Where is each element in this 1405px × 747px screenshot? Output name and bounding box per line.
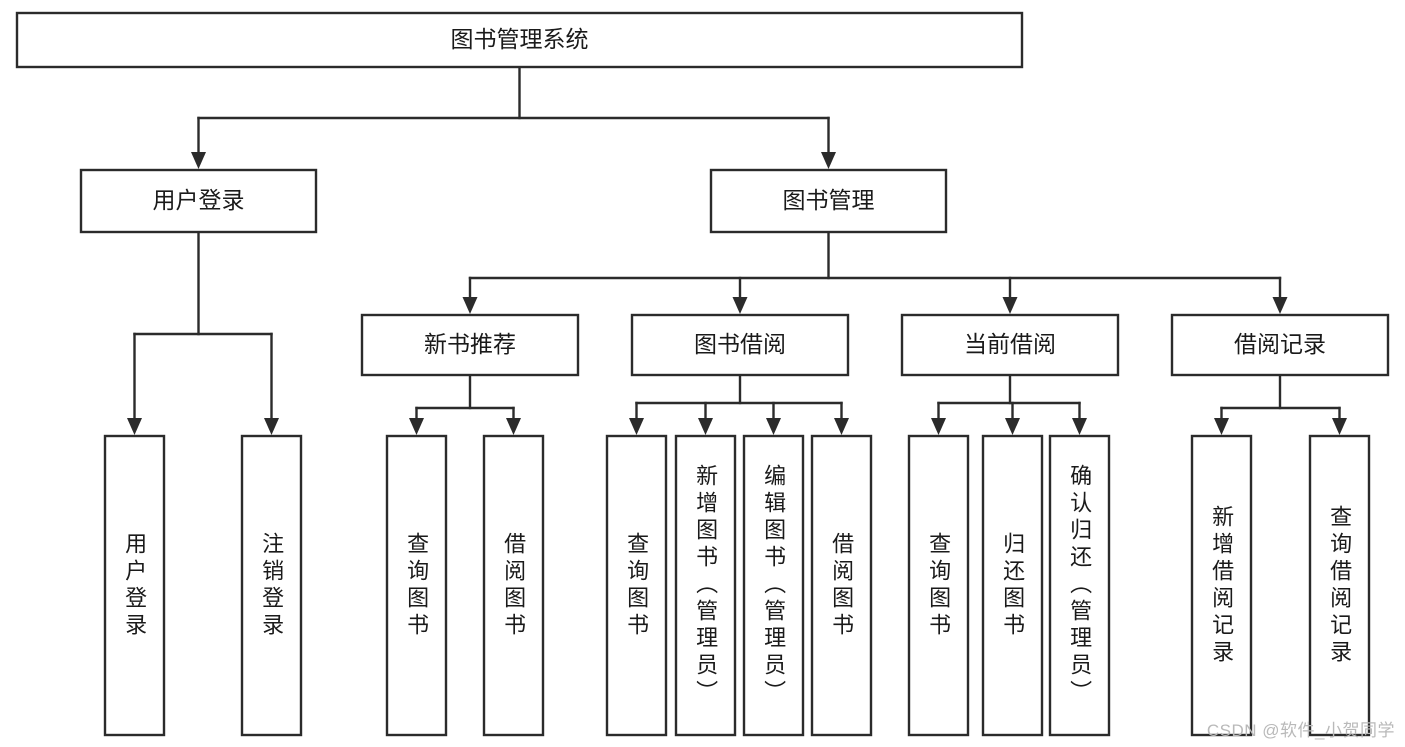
leaf-node-1-2-2 [1048, 434, 1111, 737]
arrow-head-icon [506, 418, 521, 435]
leaf-node-1-1-1 [674, 434, 737, 737]
arrow-head-icon [698, 418, 713, 435]
leaf-node-1-1-2 [742, 434, 805, 737]
level3-node-1-3-label: 借阅记录 [1234, 331, 1326, 357]
watermark: CSDN @软件_小贺同学 [1206, 721, 1395, 740]
arrow-head-icon [1005, 418, 1020, 435]
arrow-head-icon [629, 418, 644, 435]
leaf-node-1-0-0 [385, 434, 448, 737]
level2-node-1-label: 图书管理 [783, 187, 875, 213]
level3-node-1-3 [1170, 313, 1390, 377]
level3-node-1-1 [630, 313, 850, 377]
root-node-book-management-system-label: 图书管理系统 [451, 26, 589, 52]
leaf-node-1-0-1 [482, 434, 545, 737]
arrow-head-icon [127, 418, 142, 435]
arrow-head-icon [931, 418, 946, 435]
arrow-head-icon [1214, 418, 1229, 435]
level3-node-1-0 [360, 313, 580, 377]
arrow-head-icon [1072, 418, 1087, 435]
level3-node-0-1 [240, 434, 303, 737]
level3-node-1-2-label: 当前借阅 [964, 331, 1056, 357]
connector-layer [127, 65, 1347, 435]
arrow-head-icon [462, 297, 478, 314]
leaf-node-1-1-3 [810, 434, 873, 737]
node-box-layer [15, 11, 1390, 737]
level2-node-0-label: 用户登录 [153, 187, 245, 213]
arrow-head-icon [834, 418, 849, 435]
arrow-head-icon [1002, 297, 1018, 314]
level2-node-1 [709, 168, 948, 234]
leaf-node-1-3-1 [1308, 434, 1371, 737]
arrow-head-icon [409, 418, 424, 435]
level2-node-0 [79, 168, 318, 234]
arrow-head-icon [766, 418, 781, 435]
level3-node-1-2 [900, 313, 1120, 377]
leaf-node-1-2-1 [981, 434, 1044, 737]
leaf-node-1-1-0 [605, 434, 668, 737]
level3-node-1-0-label: 新书推荐 [424, 331, 516, 357]
leaf-node-1-2-0 [907, 434, 970, 737]
arrow-head-icon [264, 418, 279, 435]
arrow-head-icon [1332, 418, 1347, 435]
arrow-head-icon [821, 152, 836, 169]
arrow-head-icon [191, 152, 206, 169]
leaf-node-1-3-0 [1190, 434, 1253, 737]
arrow-head-icon [1272, 297, 1288, 314]
arrow-head-icon [732, 297, 748, 314]
level3-node-0-0 [103, 434, 166, 737]
root-node-book-management-system [15, 11, 1024, 69]
level3-node-1-1-label: 图书借阅 [694, 331, 786, 357]
